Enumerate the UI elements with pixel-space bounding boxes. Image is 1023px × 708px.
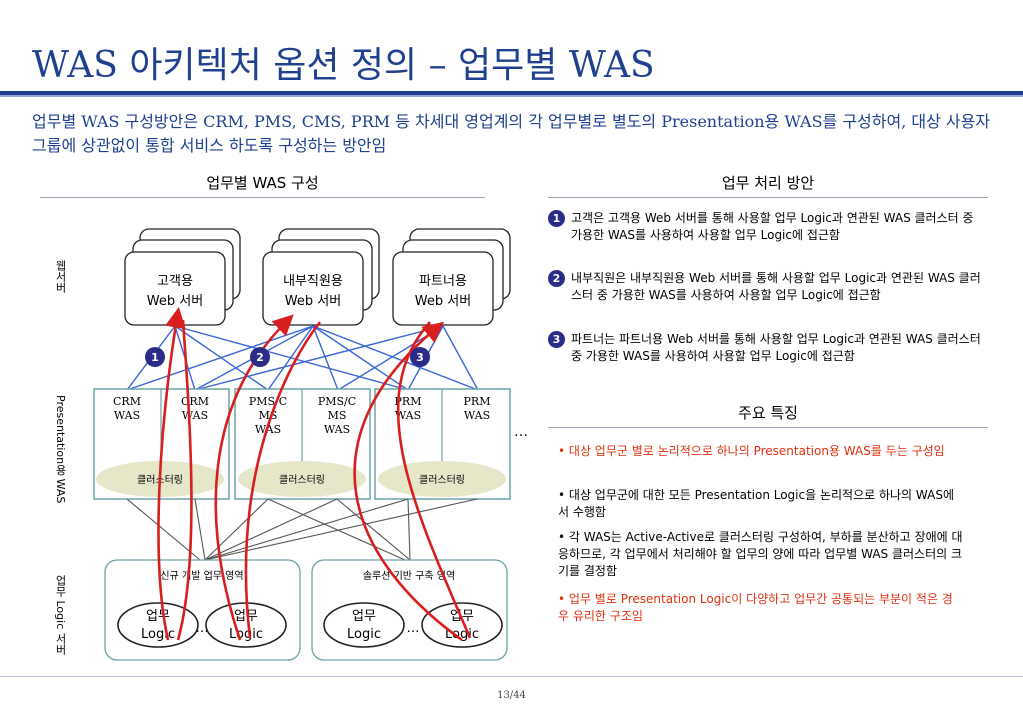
page-number: 13/44 <box>497 690 526 701</box>
web-to-was-lines <box>126 325 479 391</box>
logic-group-title: 신규 개발 업무 영역 <box>160 569 243 582</box>
cluster-label: 클러스터링 <box>419 474 465 486</box>
logic-label-line2: Logic <box>445 627 479 642</box>
was-label: CRM <box>181 395 209 408</box>
left-section-divider <box>40 197 485 198</box>
logic-label-line1: 업무 <box>352 609 376 624</box>
was-to-logic-lines <box>126 498 478 561</box>
feature-bullet-text: 대상 업무군 별로 논리적으로 하나의 Presentation용 WAS를 두… <box>568 444 945 458</box>
web-server-label-line1: 내부직원용 <box>283 274 343 289</box>
was-label: MS <box>328 409 347 422</box>
was-label: CRM <box>113 395 141 408</box>
title-underline-light <box>0 95 1023 97</box>
was-label: PMS/C <box>318 395 356 408</box>
feature-bullet: • 대상 업무군 별로 논리적으로 하나의 Presentation용 WAS를… <box>558 444 945 458</box>
feature-bullet-text: 대상 업무군에 대한 모든 Presentation Logic을 논리적으로 … <box>558 488 954 519</box>
web-server-label-line1: 고객용 <box>157 274 193 289</box>
was-label: PRM <box>464 395 491 408</box>
right-top-title: 업무 처리 방안 <box>721 174 815 192</box>
process-item-number: 3 <box>548 331 565 348</box>
ellipsis-logic: … <box>407 621 420 636</box>
cluster-label: 클러스터링 <box>279 474 325 486</box>
web-server-label-line2: Web 서버 <box>285 294 341 309</box>
label-web-server: 웹서버 <box>54 260 67 293</box>
logic-group-solution: 솔루션 기반 구축 영역 업무 Logic 업무 Logic … <box>311 559 508 661</box>
feature-bullet-text: 각 WAS는 Active-Active로 클러스터링 구성하여, 부하를 분산… <box>558 530 963 578</box>
title-underline <box>0 91 1023 95</box>
logic-label-line1: 업무 <box>234 609 258 624</box>
was-box-labels: CRM WAS CRM WAS PMS/C MS WAS PMS/C MS WA… <box>113 395 490 436</box>
badge-number: 3 <box>416 351 424 364</box>
badge-number: 2 <box>256 351 264 364</box>
footer-divider <box>0 676 1023 677</box>
process-item: 1 고객은 고객용 Web 서버를 통해 사용할 업무 Logic과 연관된 W… <box>548 210 988 244</box>
web-server-stack-partner: 파트너용 Web 서버 <box>392 228 511 326</box>
process-item-number: 2 <box>548 270 565 287</box>
logic-group-new-dev: 신규 개발 업무 영역 업무 Logic 업무 Logic … <box>104 559 301 661</box>
web-server-label-line2: Web 서버 <box>147 294 203 309</box>
process-item-text: 파트너는 파트너용 Web 서버를 통해 사용할 업무 Logic과 연관된 W… <box>571 332 981 363</box>
feature-bullet: • 대상 업무군에 대한 모든 Presentation Logic을 논리적으… <box>558 488 954 519</box>
logic-label-line1: 업무 <box>146 609 170 624</box>
flow-badges: 1 2 3 <box>145 347 430 367</box>
ellipsis-was: … <box>514 424 528 440</box>
process-item-text: 내부직원은 내부직원용 Web 서버를 통해 사용할 업무 Logic과 연관된… <box>571 271 981 302</box>
was-label: WAS <box>324 423 350 436</box>
web-server-stack-customer: 고객용 Web 서버 <box>124 228 241 326</box>
left-section-title: 업무별 WAS 구성 <box>206 174 319 192</box>
was-label: PMS/C <box>249 395 287 408</box>
intro-text: 업무별 WAS 구성방안은 CRM, PMS, CMS, PRM 등 차세대 영… <box>32 112 991 155</box>
logic-label-line2: Logic <box>229 627 263 642</box>
was-label: PRM <box>395 395 422 408</box>
right-bottom-title: 주요 특징 <box>738 404 798 422</box>
was-label: WAS <box>464 409 490 422</box>
clustering-ellipses: 클러스터링 클러스터링 클러스터링 <box>96 461 506 497</box>
page-title: WAS 아키텍처 옵션 정의 – 업무별 WAS <box>32 45 655 86</box>
right-top-divider <box>548 197 988 198</box>
web-server-stack-staff: 내부직원용 Web 서버 <box>262 228 380 326</box>
web-server-label-line2: Web 서버 <box>415 294 471 309</box>
feature-bullet-text: 업무 별로 Presentation Logic이 다양하고 업무간 공통되는 … <box>558 592 953 623</box>
was-label: MS <box>259 409 278 422</box>
web-server-label-line1: 파트너용 <box>419 274 467 289</box>
was-label: WAS <box>182 409 208 422</box>
logic-label-line2: Logic <box>141 627 175 642</box>
was-label: WAS <box>395 409 421 422</box>
process-item-text: 고객은 고객용 Web 서버를 통해 사용할 업무 Logic과 연관된 WAS… <box>571 211 974 242</box>
process-item: 2 내부직원은 내부직원용 Web 서버를 통해 사용할 업무 Logic과 연… <box>548 270 988 304</box>
feature-bullet: • 각 WAS는 Active-Active로 클러스터링 구성하여, 부하를 … <box>558 530 963 578</box>
label-logic-server: 업무 Logic 서버 <box>54 575 67 655</box>
logic-label-line2: Logic <box>347 627 381 642</box>
logic-group-title: 솔루션 기반 구축 영역 <box>363 570 455 582</box>
feature-bullet: • 업무 별로 Presentation Logic이 다양하고 업무간 공통되… <box>558 592 953 623</box>
process-item-number: 1 <box>548 210 565 227</box>
process-item: 3 파트너는 파트너용 Web 서버를 통해 사용할 업무 Logic과 연관된… <box>548 331 988 365</box>
ellipsis-logic: … <box>196 621 209 636</box>
was-label: WAS <box>114 409 140 422</box>
badge-number: 1 <box>151 351 159 364</box>
right-bottom-divider <box>548 427 988 428</box>
label-presentation-was: Presentation용 WAS <box>54 395 67 504</box>
